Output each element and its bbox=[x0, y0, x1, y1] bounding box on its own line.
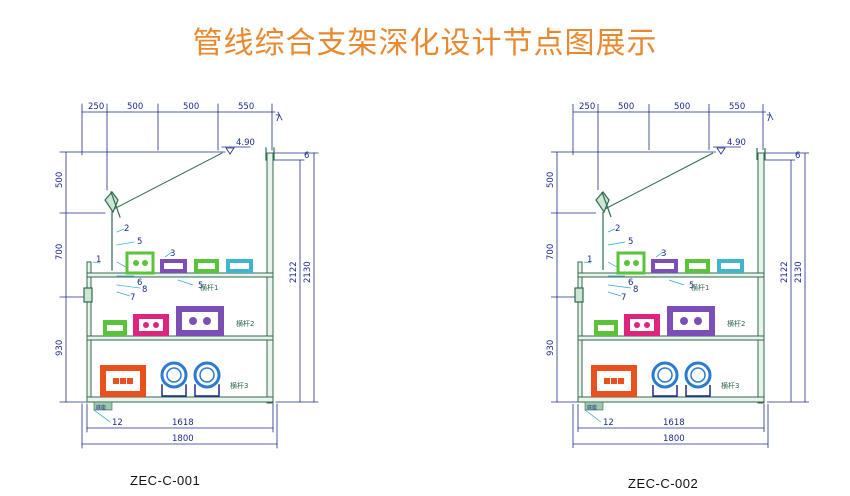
base-label-2: 底座 bbox=[587, 404, 597, 411]
elevation-marker bbox=[221, 146, 251, 155]
callout-2: 2 bbox=[124, 224, 129, 234]
tier-label-1: 横杆1 bbox=[200, 283, 218, 292]
callout2-2: 2 bbox=[615, 224, 620, 234]
dim2-bottom-1800: 1800 bbox=[663, 434, 685, 444]
dim-left-930: 930 bbox=[55, 340, 65, 356]
tier3-pipe-1 bbox=[160, 361, 188, 397]
tier1-green-box bbox=[125, 251, 155, 275]
support-frame bbox=[86, 152, 274, 404]
tier2-devices-2 bbox=[594, 306, 715, 336]
top-dimension-chain-2 bbox=[572, 104, 774, 190]
dim2-right-small: 6 bbox=[795, 151, 800, 161]
ceiling-clamp bbox=[104, 147, 275, 271]
base-plate-2 bbox=[584, 401, 604, 411]
base-plate bbox=[93, 401, 113, 411]
callout2-5a: 5 bbox=[628, 237, 633, 247]
callout-3: 3 bbox=[170, 249, 175, 259]
tier3-devices bbox=[100, 361, 221, 397]
diagonal-brace-2 bbox=[602, 152, 714, 211]
tier2-label-1: 横杆1 bbox=[691, 283, 709, 292]
tier2-label-3: 横杆3 bbox=[721, 381, 739, 390]
tier1-devices bbox=[125, 251, 253, 275]
callout-8: 8 bbox=[142, 285, 147, 295]
page-title: 管线综合支架深化设计节点图展示 bbox=[192, 26, 658, 61]
ceiling-clamp-2 bbox=[595, 148, 766, 270]
dim2-top-500-a: 500 bbox=[618, 102, 634, 112]
callout-leaders-2 bbox=[583, 228, 685, 423]
dim-right-2122: 2122 bbox=[289, 261, 299, 283]
dim2-right-2122: 2122 bbox=[780, 261, 790, 283]
dim2-left-500: 500 bbox=[546, 172, 556, 188]
callout2-8: 8 bbox=[633, 285, 638, 295]
dim-right-2130: 2130 bbox=[303, 261, 313, 283]
dim2-left-930: 930 bbox=[546, 340, 556, 356]
dim-left-700: 700 bbox=[55, 244, 65, 260]
dim-top-550: 550 bbox=[238, 102, 254, 112]
callout2-1: 1 bbox=[587, 255, 592, 265]
left-clamp bbox=[83, 287, 93, 303]
tier-label-3: 横杆3 bbox=[230, 381, 248, 390]
left-clamp-2 bbox=[574, 287, 584, 303]
callout-12: 12 bbox=[112, 418, 123, 428]
top-dimension-chain bbox=[81, 103, 283, 191]
elevation-value: 4.90 bbox=[236, 138, 255, 148]
callout-7: 7 bbox=[130, 293, 135, 303]
left-dimension-chain bbox=[59, 151, 226, 403]
dim-left-500: 500 bbox=[55, 172, 65, 188]
caption-drawing-1: ZEC-C-001 bbox=[130, 473, 201, 488]
tier-label-2: 横杆2 bbox=[236, 319, 254, 328]
callout-1: 1 bbox=[96, 255, 101, 265]
callout2-5b: 5 bbox=[689, 281, 694, 291]
callout2-12: 12 bbox=[603, 418, 614, 428]
dim-top-500-b: 500 bbox=[183, 102, 199, 112]
callout-5a: 5 bbox=[137, 237, 142, 247]
dim2-left-700: 700 bbox=[546, 244, 556, 260]
dim-top-500-a: 500 bbox=[127, 102, 143, 112]
elevation-value-2: 4.90 bbox=[727, 138, 746, 148]
tier3-devices-2 bbox=[591, 361, 712, 397]
right-dimension-chain-2 bbox=[763, 152, 809, 403]
tier3-pipe-2 bbox=[193, 361, 221, 397]
bottom-dimension-chain-2 bbox=[572, 404, 769, 448]
tier1-devices-2 bbox=[616, 251, 744, 275]
caption-drawing-2: ZEC-C-002 bbox=[628, 476, 699, 491]
callout2-7: 7 bbox=[621, 293, 626, 303]
dim2-top-550: 550 bbox=[729, 102, 745, 112]
bottom-dimension-chain bbox=[81, 403, 278, 449]
dim-top-small: 7 bbox=[275, 114, 280, 124]
callout2-3: 3 bbox=[661, 249, 666, 259]
diagonal-brace bbox=[111, 152, 223, 211]
dim2-top-250: 250 bbox=[579, 102, 595, 112]
callout-5b: 5 bbox=[198, 281, 203, 291]
dim2-bottom-1618: 1618 bbox=[663, 418, 685, 428]
dim2-top-500-b: 500 bbox=[674, 102, 690, 112]
dim-top-250: 250 bbox=[88, 102, 104, 112]
callout2-6: 6 bbox=[628, 278, 633, 288]
tier2-label-2: 横杆2 bbox=[727, 319, 745, 328]
base-label: 底座 bbox=[96, 404, 106, 411]
dim2-right-2130: 2130 bbox=[794, 261, 804, 283]
elevation-marker-2 bbox=[713, 146, 741, 155]
dim-bottom-1800: 1800 bbox=[172, 434, 194, 444]
callout-leaders bbox=[92, 228, 194, 423]
dim-bottom-1618: 1618 bbox=[172, 418, 194, 428]
callout-6: 6 bbox=[137, 278, 142, 288]
right-dimension-chain bbox=[271, 152, 319, 403]
dim2-top-small: 7 bbox=[766, 114, 771, 124]
dim-right-small: 6 bbox=[304, 151, 309, 161]
tier2-devices bbox=[103, 306, 224, 336]
